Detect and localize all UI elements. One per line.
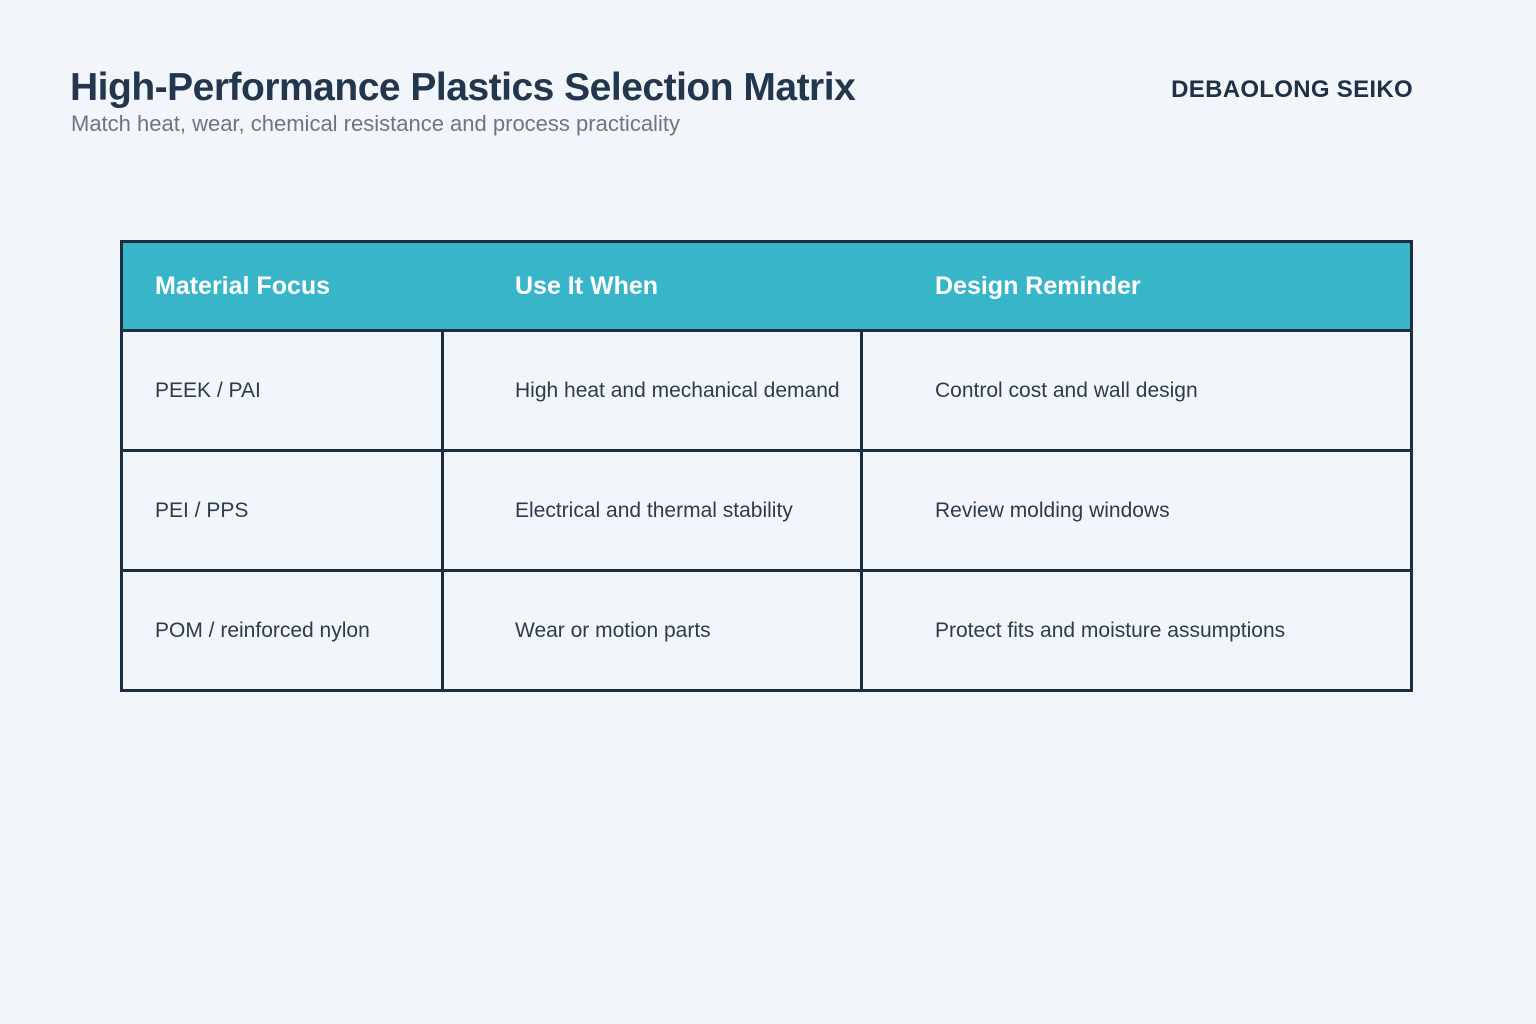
table-row: PEEK / PAI High heat and mechanical dema…: [123, 332, 1410, 449]
table-row: POM / reinforced nylon Wear or motion pa…: [123, 572, 1410, 689]
column-header-use-it-when: Use It When: [515, 271, 659, 300]
column-header-material-focus: Material Focus: [155, 271, 331, 300]
cell-reminder: Review molding windows: [863, 452, 1410, 569]
cell-reminder: Protect fits and moisture assumptions: [863, 572, 1410, 689]
cell-material: PEEK / PAI: [123, 332, 441, 449]
page-title: High-Performance Plastics Selection Matr…: [70, 66, 856, 109]
cell-use-when: High heat and mechanical demand: [444, 332, 860, 449]
cell-use-when: Electrical and thermal stability: [444, 452, 860, 569]
brand-name: DEBAOLONG SEIKO: [1171, 76, 1413, 103]
cell-reminder: Control cost and wall design: [863, 332, 1410, 449]
cell-material: POM / reinforced nylon: [123, 572, 441, 689]
table-row: PEI / PPS Electrical and thermal stabili…: [123, 452, 1410, 569]
table-header-row: Material Focus Use It When Design Remind…: [123, 243, 1410, 329]
column-header-design-reminder: Design Reminder: [935, 271, 1141, 300]
cell-material: PEI / PPS: [123, 452, 441, 569]
selection-matrix-table: Material Focus Use It When Design Remind…: [120, 240, 1413, 692]
cell-use-when: Wear or motion parts: [444, 572, 860, 689]
page-subtitle: Match heat, wear, chemical resistance an…: [71, 111, 680, 136]
